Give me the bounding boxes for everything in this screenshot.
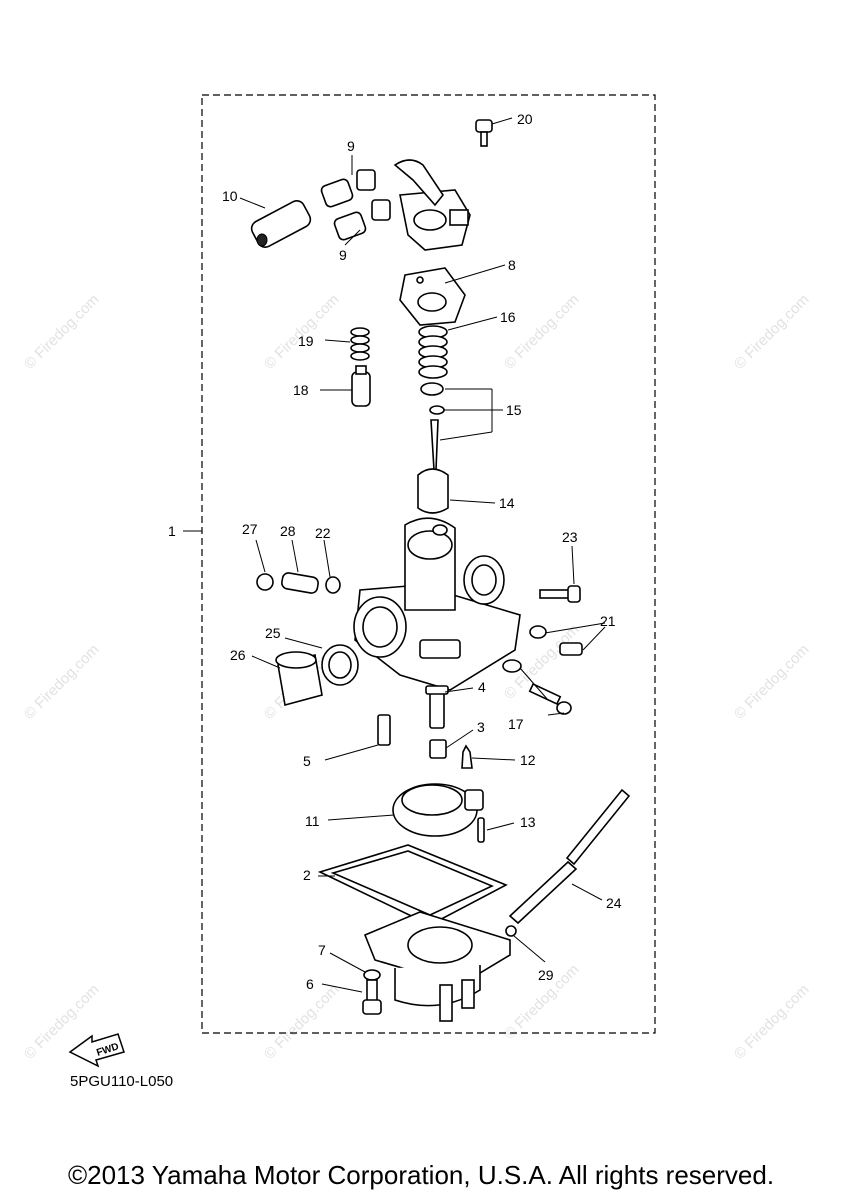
callout-9-upper: 9 — [347, 138, 355, 154]
callout-21: 21 — [600, 613, 616, 629]
callout-8: 8 — [508, 257, 516, 273]
watermark: © Firedog.com — [731, 641, 813, 723]
part-float-11 — [392, 783, 484, 837]
callout-2: 2 — [303, 867, 311, 883]
part-clip-29 — [505, 925, 517, 937]
callout-10: 10 — [222, 188, 238, 204]
callout-11: 11 — [305, 813, 320, 829]
callout-12: 12 — [520, 752, 536, 768]
callout-18: 18 — [293, 382, 309, 398]
callout-23: 23 — [562, 529, 578, 545]
part-needle-clip-15 — [420, 382, 445, 471]
callout-5: 5 — [303, 753, 311, 769]
callout-16: 16 — [500, 309, 516, 325]
part-clip-27 — [256, 573, 274, 591]
callout-24: 24 — [606, 895, 622, 911]
diagram-code: 5PGU110-L050 — [70, 1073, 174, 1090]
callout-29: 29 — [538, 967, 554, 983]
watermark: © Firedog.com — [731, 291, 813, 373]
callout-1: 1 — [168, 523, 176, 539]
part-needle-jet-4 — [425, 685, 449, 729]
callout-15: 15 — [506, 402, 522, 418]
part-screw-23 — [539, 585, 581, 603]
part-float-pin-13 — [477, 817, 485, 843]
callout-3: 3 — [477, 719, 485, 735]
callout-14: 14 — [499, 495, 515, 511]
part-seal-25 — [321, 644, 359, 686]
part-idle-screw-21 — [529, 625, 583, 656]
callout-6: 6 — [306, 976, 314, 992]
part-washer-22 — [325, 576, 341, 594]
part-throttle-slide-14 — [417, 468, 449, 514]
part-pilot-screw-17 — [502, 659, 572, 715]
callout-4: 4 — [478, 679, 486, 695]
watermark: © Firedog.com — [731, 981, 813, 1063]
part-joint-26 — [275, 651, 323, 707]
callout-7: 7 — [318, 942, 326, 958]
callout-labels: 20 9 10 9 8 16 19 18 15 14 1 27 28 22 23… — [168, 111, 622, 992]
part-carburetor-body — [353, 517, 521, 691]
part-jet-5 — [377, 714, 391, 746]
callout-17: 17 — [508, 716, 524, 732]
part-plunger-18 — [351, 365, 371, 407]
part-screw-20 — [475, 119, 493, 147]
part-gasket-2 — [317, 844, 508, 926]
part-drain-tube-24 — [508, 788, 631, 925]
callout-25: 25 — [265, 625, 281, 641]
fwd-arrow-icon: FWD — [68, 1033, 125, 1068]
callout-13: 13 — [520, 814, 536, 830]
assembly-frame — [201, 94, 656, 1034]
callout-20: 20 — [517, 111, 533, 127]
callout-28: 28 — [280, 523, 296, 539]
part-spring-16 — [418, 325, 448, 379]
part-needle-valve-12 — [461, 744, 473, 769]
callout-9-lower: 9 — [339, 247, 347, 263]
part-spring-19 — [350, 327, 370, 361]
watermark: © Firedog.com — [261, 981, 343, 1063]
part-collar-28 — [281, 572, 319, 594]
part-screw-6 — [362, 979, 382, 1015]
callout-26: 26 — [230, 647, 246, 663]
watermark: © Firedog.com — [501, 291, 583, 373]
watermark: © Firedog.com — [21, 641, 103, 723]
callout-22: 22 — [315, 525, 331, 541]
watermark: © Firedog.com — [261, 291, 343, 373]
part-float-bowl — [363, 911, 511, 1022]
part-adjuster-9-upper — [320, 169, 376, 208]
watermark: © Firedog.com — [21, 291, 103, 373]
leader-lines — [183, 117, 606, 993]
part-cable-boot-10 — [250, 200, 312, 248]
callout-27: 27 — [242, 521, 258, 537]
part-top-cap — [393, 159, 471, 251]
copyright-notice: ©2013 Yamaha Motor Corporation, U.S.A. A… — [67, 1160, 775, 1190]
part-main-jet-3 — [429, 739, 447, 759]
part-adjuster-9-lower — [333, 199, 391, 241]
part-plate-8 — [399, 267, 466, 326]
callout-19: 19 — [298, 333, 314, 349]
part-washer-7 — [363, 969, 381, 981]
